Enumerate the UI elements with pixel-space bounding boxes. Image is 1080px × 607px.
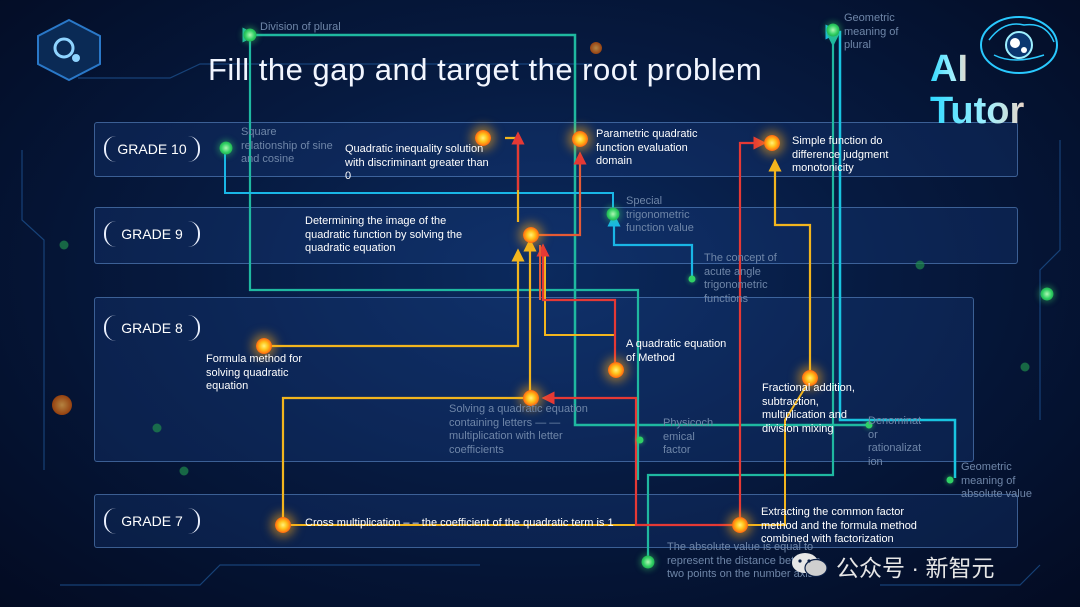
decor-dot <box>1040 287 1054 301</box>
node-geometric-meaning-plural[interactable] <box>826 23 840 37</box>
decor-dot <box>52 395 72 415</box>
node-acute-angle[interactable] <box>688 275 696 283</box>
node-special-trig[interactable] <box>606 207 620 221</box>
link-cyan-special-trig <box>224 148 614 214</box>
node-absolute-value-distance[interactable] <box>641 555 655 569</box>
label-image-quadratic-function: Determining the image of the quadratic f… <box>305 215 463 254</box>
grade-7-label: GRADE 7 <box>104 508 200 534</box>
brain-icon <box>980 16 1058 74</box>
node-geometric-absolute[interactable] <box>946 476 954 484</box>
node-physicochemical[interactable] <box>636 436 644 444</box>
label-quadratic-equation-method: A quadratic equation of Method <box>626 338 727 364</box>
node-simple-function[interactable] <box>764 135 780 151</box>
link-yellow-extract-fraction <box>740 379 811 526</box>
label-denominator: Denominat or rationalizat ion <box>868 415 922 468</box>
label-cross-multiplication: Cross multiplication – – the coefficient… <box>305 517 614 529</box>
node-fractional-addition[interactable] <box>802 370 818 386</box>
grade-8-label: GRADE 8 <box>104 315 200 341</box>
node-denominator[interactable] <box>865 421 873 429</box>
link-red-extract-solving <box>541 391 740 527</box>
grade-9-label: GRADE 9 <box>104 221 200 247</box>
node-cross-multiplication[interactable] <box>275 517 291 533</box>
node-quadratic-equation-method[interactable] <box>608 362 624 378</box>
node-quadratic-inequality[interactable] <box>475 130 491 146</box>
node-extracting-common-factor[interactable] <box>732 517 748 533</box>
logo-tutor: Tutor <box>930 90 1025 132</box>
decor-dot <box>590 42 602 54</box>
node-division-of-plural[interactable] <box>243 28 257 42</box>
link-yellow-formula-image <box>264 248 525 348</box>
label-special-trig: Special trigonometric function value <box>626 195 694 234</box>
decor-dot <box>915 260 925 270</box>
link-yellow-quadeq-image <box>544 250 616 370</box>
link-yellow-fraction-simple <box>768 158 812 378</box>
label-geometric-meaning-plural: Geometric meaning of plural <box>844 12 899 51</box>
label-geometric-absolute: Geometric meaning of absolute value <box>961 461 1032 500</box>
label-acute-angle: The concept of acute angle trigonometric… <box>704 252 777 305</box>
page-title: Fill the gap and target the root problem <box>208 52 763 87</box>
link-teal-plural-geom <box>248 40 640 480</box>
grade-7-band <box>94 494 1018 548</box>
node-square-relationship[interactable] <box>219 141 233 155</box>
app-logo-icon <box>37 18 101 82</box>
decor-dot <box>179 466 189 476</box>
circuit-backdrop <box>21 63 1061 586</box>
label-simple-function: Simple function do difference judgment m… <box>792 135 889 174</box>
node-solving-letters[interactable] <box>523 390 539 406</box>
node-parametric-quadratic[interactable] <box>572 131 588 147</box>
logo-ai: AI <box>930 48 968 90</box>
link-yellow-image-inequality <box>505 136 520 222</box>
decor-dot <box>152 423 162 433</box>
watermark-text: 公众号 · 新智元 <box>836 555 995 581</box>
node-formula-method[interactable] <box>256 338 272 354</box>
wechat-icon <box>792 553 828 578</box>
grade-10-band <box>94 122 1018 177</box>
link-yellow-cross-formula <box>281 396 530 525</box>
link-red-extract-simple <box>738 136 767 525</box>
label-solving-letters: Solving a quadratic equation containing … <box>449 403 588 456</box>
label-fractional-addition: Fractional addition, subtraction, multip… <box>762 382 855 435</box>
grade-8-band <box>94 297 974 462</box>
link-cyan-acute <box>607 213 694 278</box>
link-teal-division-plural <box>242 27 870 427</box>
label-division-of-plural: Division of plural <box>260 21 341 33</box>
grade-10-label: GRADE 10 <box>104 136 200 162</box>
label-parametric-quadratic: Parametric quadratic function evaluation… <box>596 128 698 167</box>
node-image-quadratic-function[interactable] <box>523 227 539 243</box>
label-square-relationship: Square relationship of sine and cosine <box>241 126 333 165</box>
link-red-image-param <box>530 151 587 237</box>
label-extracting-common-factor: Extracting the common factor method and … <box>761 506 917 545</box>
label-quadratic-inequality: Quadratic inequality solution with discr… <box>345 143 489 182</box>
decor-dot <box>1020 362 1030 372</box>
label-physicochemical: Physicoch emical factor <box>663 417 714 456</box>
decor-dot <box>59 240 69 250</box>
link-red-quadeq-solving <box>536 243 617 370</box>
label-absolute-value-distance: The absolute value is equal to represent… <box>667 541 821 580</box>
label-formula-method: Formula method for solving quadratic equ… <box>206 353 302 392</box>
